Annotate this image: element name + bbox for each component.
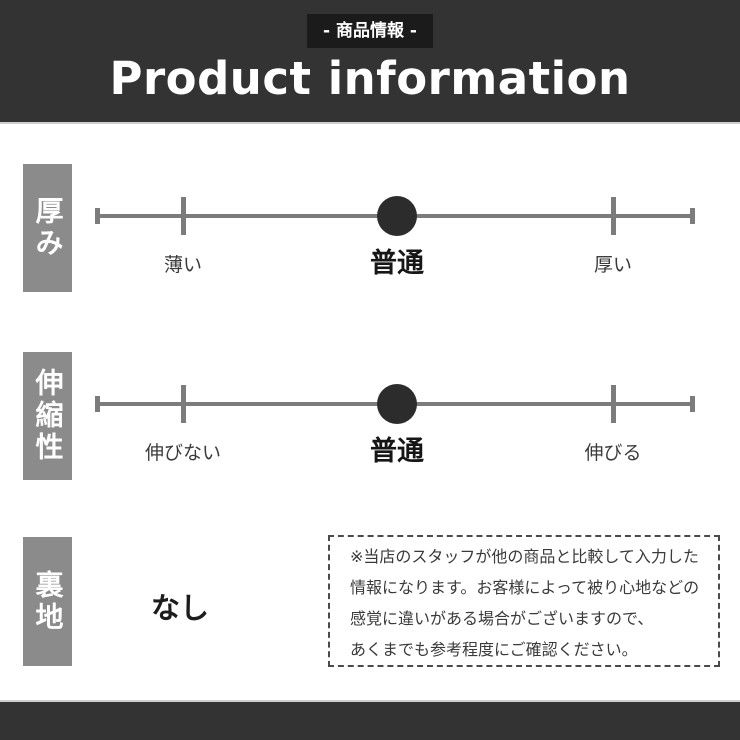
disclaimer-note-box: ※当店のスタッフが他の商品と比較して入力した 情報になります。お客様によって被り… — [328, 535, 720, 667]
thickness-scale-cap-right — [690, 208, 695, 224]
row-label-stretch: 伸縮性 — [23, 352, 72, 480]
stretch-scale-tick-left — [181, 385, 186, 423]
note-line-3: 感覚に違いがある場合がございますので、 — [350, 609, 654, 628]
header-band: - 商品情報 - Product information — [0, 0, 740, 122]
row-label-lining: 裏地 — [23, 537, 72, 666]
note-line-1: ※当店のスタッフが他の商品と比較して入力した — [350, 547, 699, 566]
stretch-label-no-stretch: 伸びない — [144, 442, 222, 464]
lining-value: なし — [150, 591, 210, 625]
thickness-scale-tick-left — [181, 197, 186, 235]
thickness-scale-tick-right — [611, 197, 616, 235]
row-label-thickness: 厚み — [23, 164, 72, 292]
note-line-4: あくまでも参考程度にご確認ください。 — [350, 640, 638, 659]
thickness-label-thick: 厚い — [593, 254, 633, 276]
stretch-scale-tick-right — [611, 385, 616, 423]
stretch-label-normal: 普通 — [370, 436, 424, 467]
stretch-scale-cap-right — [690, 396, 695, 412]
footer-divider — [0, 700, 740, 702]
thickness-label-thin: 薄い — [163, 254, 203, 276]
stretch-scale-cap-left — [95, 396, 100, 412]
thickness-selected-dot — [377, 196, 417, 236]
stretch-selected-dot — [377, 384, 417, 424]
footer-band — [0, 702, 740, 740]
header-badge: - 商品情報 - — [307, 14, 433, 48]
note-line-2: 情報になります。お客様によって被り心地などの — [350, 578, 700, 597]
thickness-label-normal: 普通 — [370, 248, 424, 279]
stretch-label-stretches: 伸びる — [584, 442, 642, 464]
thickness-scale-cap-left — [95, 208, 100, 224]
page-title: Product information — [109, 52, 631, 105]
header-divider — [0, 122, 740, 124]
